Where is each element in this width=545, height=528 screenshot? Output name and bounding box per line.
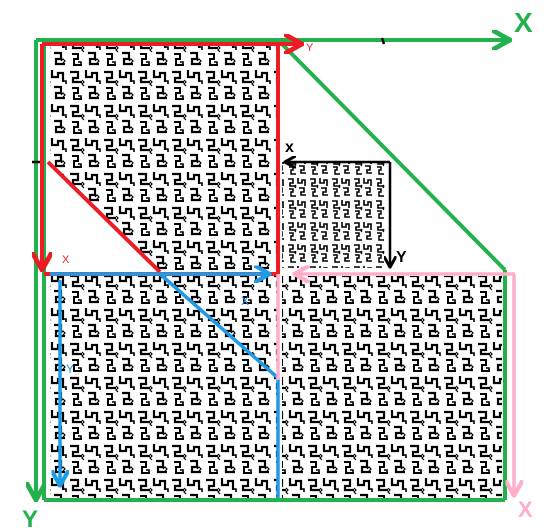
pink-frame [276, 274, 515, 494]
axis-labels: X Y Y X X Y X x Y [22, 7, 533, 528]
blue-y-label: Y [66, 362, 74, 376]
fractal-tile-bottom-right [282, 276, 502, 498]
green-x-label: X [514, 7, 533, 38]
red-diagonal [46, 160, 162, 274]
blue-x-label: X [241, 294, 249, 308]
fractal-tile-bottom-left [50, 276, 278, 498]
red-x-label: X [62, 254, 70, 266]
black-x-label: x [285, 139, 294, 156]
blue-frame [50, 272, 280, 498]
fractal-tile-center-small [282, 162, 385, 268]
red-y-label: Y [306, 42, 314, 54]
blue-diagonal [158, 272, 280, 380]
black-frame [32, 37, 390, 266]
pink-x-label: X [518, 497, 533, 522]
green-diagonal [280, 42, 507, 272]
black-y-label: Y [396, 249, 407, 266]
green-y-label: Y [22, 506, 38, 528]
black-tick-top [380, 37, 386, 45]
fractal-tiles [48, 46, 502, 498]
